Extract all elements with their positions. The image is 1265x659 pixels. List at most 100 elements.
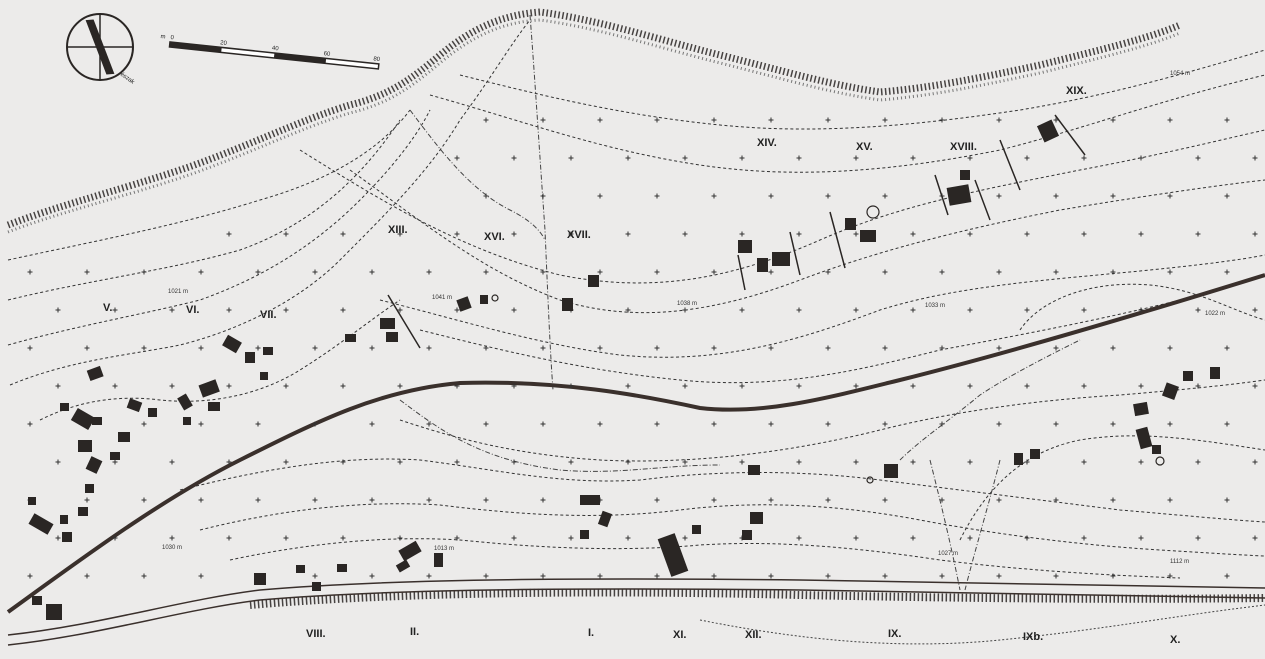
plus-marker-icon xyxy=(939,497,945,503)
building-icon xyxy=(845,218,856,230)
building-icon xyxy=(60,515,68,524)
plus-marker-icon xyxy=(1195,535,1201,541)
plus-marker-icon xyxy=(825,193,831,199)
plus-marker-icon xyxy=(55,383,61,389)
building-icon xyxy=(183,417,191,425)
plus-marker-icon xyxy=(511,459,517,465)
plus-marker-icon xyxy=(511,383,517,389)
plus-marker-icon xyxy=(939,345,945,351)
scale-tick: 0 xyxy=(170,35,175,41)
building-icon xyxy=(110,452,120,460)
plus-marker-icon xyxy=(55,535,61,541)
plus-marker-icon xyxy=(340,535,346,541)
plus-marker-icon xyxy=(882,269,888,275)
building-icon xyxy=(118,432,130,442)
building-icon xyxy=(78,507,88,516)
plus-marker-icon xyxy=(682,307,688,313)
plus-marker-icon xyxy=(511,535,517,541)
plus-marker-icon xyxy=(597,573,603,579)
building-icon xyxy=(860,230,876,242)
building-icon xyxy=(70,407,96,431)
plus-marker-icon xyxy=(55,307,61,313)
plus-marker-icon xyxy=(625,459,631,465)
plus-marker-icon xyxy=(1024,307,1030,313)
plus-marker-icon xyxy=(1024,459,1030,465)
zone-label: XI. xyxy=(673,629,686,641)
plus-marker-icon xyxy=(1138,155,1144,161)
plus-marker-icon xyxy=(1081,383,1087,389)
plus-marker-icon xyxy=(654,193,660,199)
plus-marker-icon xyxy=(1024,231,1030,237)
plus-marker-icon xyxy=(1110,193,1116,199)
zone-label: XIX. xyxy=(1066,85,1087,97)
plus-marker-icon xyxy=(1167,421,1173,427)
building-icon xyxy=(588,275,599,287)
scale-tick: 80 xyxy=(373,56,381,63)
plus-marker-icon xyxy=(312,573,318,579)
plus-marker-icon xyxy=(255,497,261,503)
building-icon xyxy=(1135,426,1153,450)
plus-marker-icon xyxy=(340,383,346,389)
plus-marker-icon xyxy=(1138,383,1144,389)
zone-label: XV. xyxy=(856,141,873,153)
building-icon xyxy=(148,408,157,417)
plus-marker-icon xyxy=(1224,573,1230,579)
plus-marker-icon xyxy=(141,497,147,503)
building-icon xyxy=(738,240,752,253)
zone-label: XII. xyxy=(745,629,762,641)
plus-marker-grid xyxy=(27,117,1258,579)
building-icon xyxy=(245,352,255,363)
plus-marker-icon xyxy=(226,535,232,541)
plus-marker-icon xyxy=(426,497,432,503)
plus-marker-icon xyxy=(625,383,631,389)
plus-marker-icon xyxy=(255,421,261,427)
building-icon xyxy=(296,565,305,573)
plus-marker-icon xyxy=(483,117,489,123)
building-icon xyxy=(398,540,422,562)
plus-marker-icon xyxy=(996,573,1002,579)
buildings xyxy=(28,119,1220,620)
plus-marker-icon xyxy=(369,421,375,427)
plus-marker-icon xyxy=(1167,573,1173,579)
plus-marker-icon xyxy=(1053,497,1059,503)
plus-marker-icon xyxy=(996,497,1002,503)
plus-marker-icon xyxy=(1224,345,1230,351)
plus-marker-icon xyxy=(540,269,546,275)
plus-marker-icon xyxy=(454,459,460,465)
building-icon xyxy=(580,530,589,539)
lower-road-1 xyxy=(7,578,1265,636)
plus-marker-icon xyxy=(226,459,232,465)
scrub-edge-lower xyxy=(249,588,1265,609)
building-icon xyxy=(562,298,573,311)
plus-marker-icon xyxy=(910,535,916,541)
plus-marker-icon xyxy=(682,459,688,465)
plus-marker-icon xyxy=(426,421,432,427)
scale-bar-icon: m 0 20 40 60 80 xyxy=(160,34,381,70)
plus-marker-icon xyxy=(1252,383,1258,389)
elevation-label: 1021 m xyxy=(168,289,188,295)
plus-marker-icon xyxy=(397,231,403,237)
plus-marker-icon xyxy=(654,573,660,579)
plus-marker-icon xyxy=(1252,155,1258,161)
plus-marker-icon xyxy=(1195,383,1201,389)
building-icon xyxy=(254,573,266,585)
plus-marker-icon xyxy=(1252,535,1258,541)
plus-marker-icon xyxy=(654,345,660,351)
scale-bar-unit: m xyxy=(160,34,166,40)
plus-marker-icon xyxy=(768,573,774,579)
plus-marker-icon xyxy=(312,497,318,503)
plus-marker-icon xyxy=(597,421,603,427)
plus-marker-icon xyxy=(540,345,546,351)
building-icon xyxy=(380,318,395,329)
plus-marker-icon xyxy=(454,231,460,237)
elevation-label: 1112 m xyxy=(1170,559,1189,565)
zone-label: VIII. xyxy=(306,628,326,640)
plus-marker-icon xyxy=(369,345,375,351)
plus-marker-icon xyxy=(1167,193,1173,199)
plus-marker-icon xyxy=(1081,155,1087,161)
plus-marker-icon xyxy=(796,535,802,541)
plus-marker-icon xyxy=(568,459,574,465)
plus-marker-icon xyxy=(1053,117,1059,123)
plus-marker-icon xyxy=(369,573,375,579)
